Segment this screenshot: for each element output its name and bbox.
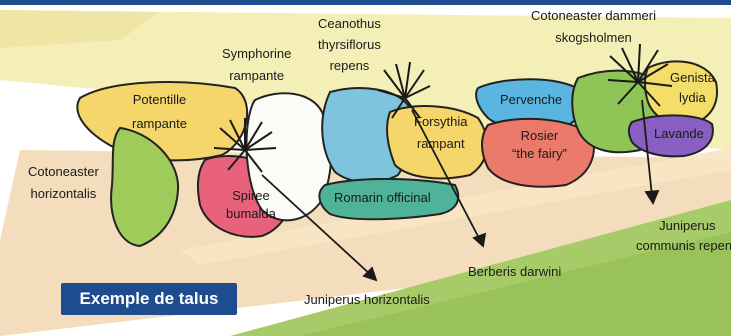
label-romarin: Romarin officinal (334, 190, 431, 206)
label-rosier: Rosier “the fairy” (512, 128, 567, 162)
label-symphorine: Symphorine rampante (222, 46, 291, 84)
label-forsythia: Forsythia rampant (414, 114, 467, 152)
top-rule (0, 0, 731, 5)
label-potentille: Potentille rampante (132, 92, 187, 132)
label-juniperus-horizontalis: Juniperus horizontalis (304, 292, 430, 308)
caption-box: Exemple de talus (61, 283, 237, 315)
label-pervenche: Pervenche (500, 92, 562, 108)
label-berberis: Berberis darwini (468, 264, 561, 280)
label-lavande: Lavande (654, 126, 704, 142)
label-cotoneaster-dammeri: Cotoneaster dammeri skogsholmen (531, 8, 656, 46)
label-genista: Genista lydia (670, 70, 715, 106)
label-spiree: Spiree bumalda (226, 188, 276, 222)
label-juniperus-communis: Juniperus communis repens (636, 218, 731, 254)
label-cotoneaster-horizontalis: Cotoneaster horizontalis (28, 164, 99, 202)
label-ceanothus: Ceanothus thyrsiflorus repens (318, 16, 381, 74)
